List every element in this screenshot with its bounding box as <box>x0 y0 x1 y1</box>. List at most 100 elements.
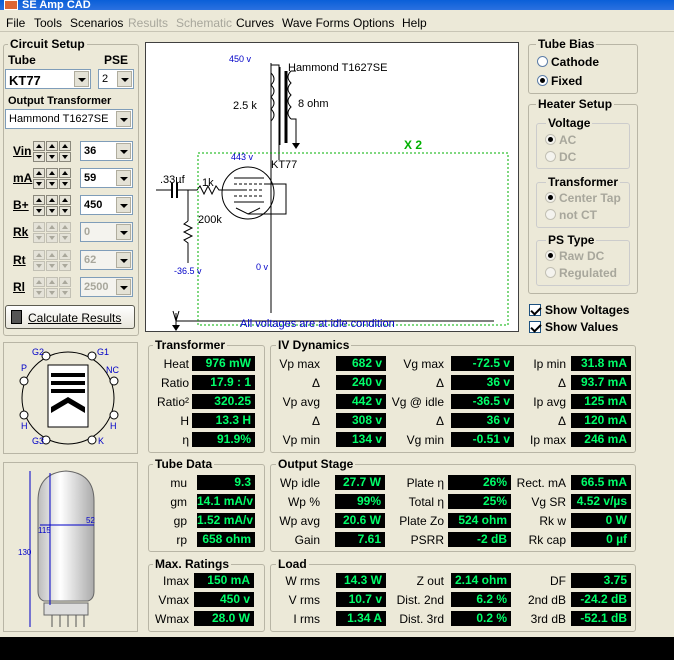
result-value: 150 mA <box>194 573 254 588</box>
result-label: gm <box>170 495 187 509</box>
result-label: DF <box>550 574 566 588</box>
result-label: Rk w <box>539 514 566 528</box>
bias-fixed-radio[interactable] <box>537 75 548 86</box>
menu-tools[interactable]: Tools <box>34 16 63 30</box>
center-tap-label: Center Tap <box>559 191 621 205</box>
param-select[interactable]: 36 <box>80 141 133 161</box>
result-label: I rms <box>293 612 320 626</box>
tube-select[interactable]: KT77 <box>5 69 91 89</box>
voltage-ac-label: AC <box>559 133 577 147</box>
pin-nc: NC <box>106 365 119 375</box>
result-label: PSRR <box>410 533 444 547</box>
bias-fixed-label[interactable]: Fixed <box>551 74 583 88</box>
bias-cathode-label[interactable]: Cathode <box>551 55 599 69</box>
result-value: 31.8 mA <box>571 356 631 371</box>
param-stepper[interactable] <box>33 195 71 216</box>
chevron-down-icon[interactable] <box>116 170 131 186</box>
result-value: 27.7 W <box>335 475 385 490</box>
result-label: 3rd dB <box>530 612 566 626</box>
chevron-down-icon[interactable] <box>116 197 131 213</box>
circuit-setup-title: Circuit Setup <box>8 37 87 51</box>
result-value: 246 mA <box>571 432 631 447</box>
schem-grid-r: 1k <box>202 177 214 189</box>
not-ct-radio[interactable] <box>545 209 556 220</box>
raw-dc-radio[interactable] <box>545 250 556 261</box>
result-value: 4.52 v/µs <box>571 494 631 509</box>
param-select[interactable]: 2500 <box>80 277 133 297</box>
center-tap-radio[interactable] <box>545 192 556 203</box>
not-ct-label: not CT <box>559 208 597 222</box>
result-value: 0 µf <box>571 532 631 547</box>
chevron-down-icon[interactable] <box>116 143 131 159</box>
param-stepper[interactable] <box>33 168 71 189</box>
schem-tube: KT77 <box>271 159 297 171</box>
pse-select[interactable]: 2 <box>98 69 134 89</box>
result-label: Δ <box>435 376 444 390</box>
result-label: Ratio <box>160 376 189 390</box>
transformer-title: Transformer <box>153 338 228 352</box>
param-select[interactable]: 59 <box>80 168 133 188</box>
result-label: Vg @ idle <box>391 395 444 409</box>
app-title: SE Amp CAD <box>22 0 91 10</box>
result-value: 6.2 % <box>451 592 511 607</box>
result-value: 28.0 W <box>194 611 254 626</box>
param-select[interactable]: 450 <box>80 195 133 215</box>
result-value: 14.1 mA/v <box>197 494 255 509</box>
result-value: -72.5 v <box>451 356 514 371</box>
show-voltages-checkbox[interactable] <box>529 304 541 316</box>
chevron-down-icon[interactable] <box>117 71 132 87</box>
menu-file[interactable]: File <box>6 16 26 30</box>
ot-select[interactable]: Hammond T1627SE <box>5 109 133 129</box>
param-select[interactable]: 0 <box>80 222 133 242</box>
menu-wave-forms[interactable]: Wave Forms <box>282 16 350 30</box>
status-bar <box>0 637 674 660</box>
show-voltages-label[interactable]: Show Voltages <box>545 303 630 317</box>
tube-data-title: Tube Data <box>153 457 215 471</box>
voltage-dc-label: DC <box>559 150 577 164</box>
schem-footer: All voltages are at idle condition <box>240 318 395 330</box>
chevron-down-icon[interactable] <box>116 252 131 268</box>
show-values-checkbox[interactable] <box>529 321 541 333</box>
menu-help[interactable]: Help <box>402 16 427 30</box>
load-title: Load <box>276 557 309 571</box>
param-stepper[interactable] <box>33 141 71 162</box>
param-stepper[interactable] <box>33 250 71 271</box>
bias-cathode-radio[interactable] <box>537 56 548 67</box>
result-label: gp <box>173 514 187 528</box>
result-value: 134 v <box>336 432 386 447</box>
menu-options[interactable]: Options <box>353 16 395 30</box>
pin-k: K <box>98 436 104 446</box>
tube-label: Tube <box>8 53 36 67</box>
result-label: Dist. 3rd <box>399 612 444 626</box>
param-select-value: 62 <box>84 254 97 266</box>
menu-scenarios[interactable]: Scenarios <box>70 16 124 30</box>
heater-transformer-title: Transformer <box>546 175 621 189</box>
ot-select-value: Hammond T1627SE <box>9 113 109 125</box>
voltage-dc-radio[interactable] <box>545 151 556 162</box>
menu-curves[interactable]: Curves <box>236 16 275 30</box>
schem-primary: 2.5 k <box>233 100 257 112</box>
chevron-down-icon[interactable] <box>116 224 131 240</box>
show-values-label[interactable]: Show Values <box>545 320 619 334</box>
result-value: -36.5 v <box>451 394 514 409</box>
voltage-ac-radio[interactable] <box>545 134 556 145</box>
chevron-down-icon[interactable] <box>116 279 131 295</box>
result-value: 1.34 A <box>336 611 386 626</box>
result-value: 450 v <box>194 592 254 607</box>
calculate-results-button[interactable]: Calculate Results <box>5 305 135 329</box>
param-stepper[interactable] <box>33 277 71 298</box>
result-value: 658 ohm <box>197 532 255 547</box>
result-value: -52.1 dB <box>571 611 631 626</box>
param-stepper[interactable] <box>33 222 71 243</box>
menu-results[interactable]: Results <box>128 16 169 30</box>
menu-schematic[interactable]: Schematic <box>176 16 233 30</box>
chevron-down-icon[interactable] <box>116 111 131 127</box>
chevron-down-icon[interactable] <box>74 71 89 87</box>
result-label: Wmax <box>155 612 189 626</box>
regulated-radio[interactable] <box>545 267 556 278</box>
result-value: 14.3 W <box>336 573 386 588</box>
result-label: Δ <box>557 376 566 390</box>
schem-bplus: 450 v <box>229 54 252 64</box>
result-label: Vp avg <box>282 395 320 409</box>
param-select[interactable]: 62 <box>80 250 133 270</box>
